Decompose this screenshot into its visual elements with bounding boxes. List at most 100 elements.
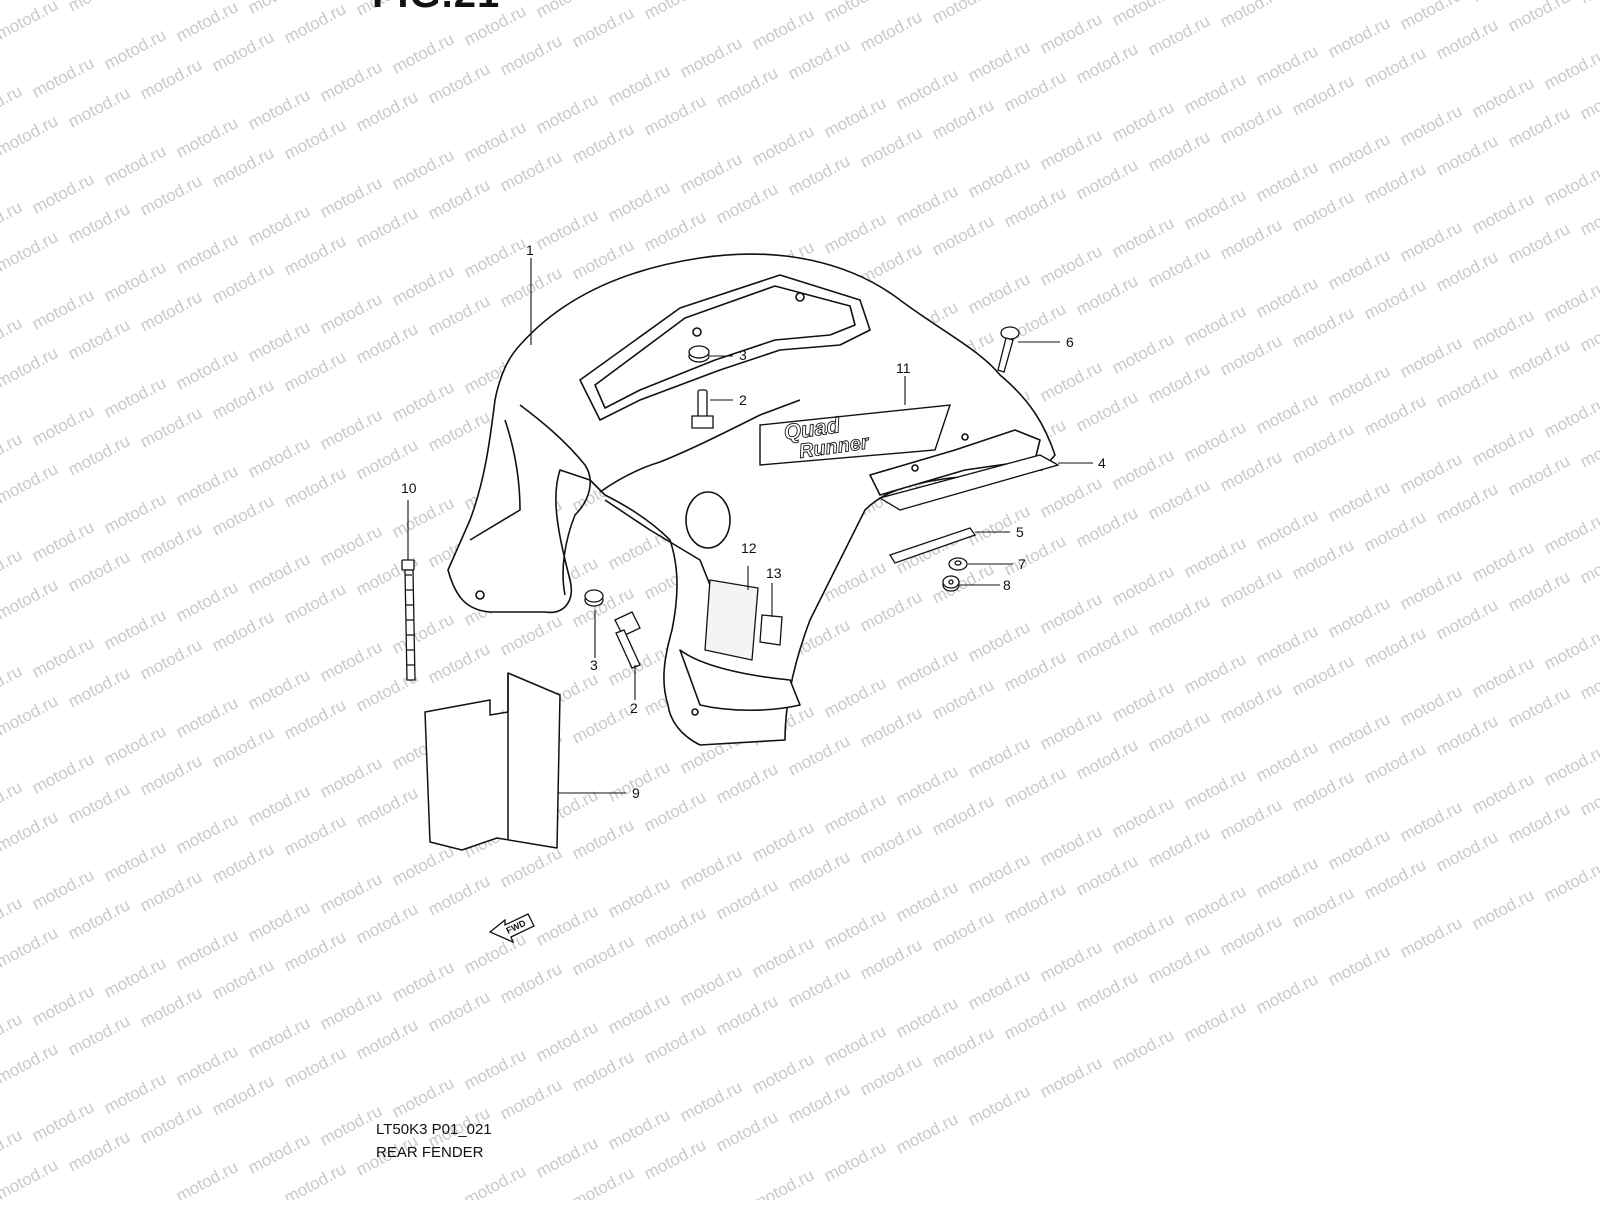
watermark-text: motod.ru — [1253, 157, 1321, 205]
watermark-text: motod.ru — [1253, 389, 1321, 437]
watermark-text: motod.ru — [569, 815, 637, 863]
watermark-text: motod.ru — [1253, 853, 1321, 901]
watermark-text: motod.ru — [1505, 567, 1573, 615]
watermark-text: motod.ru — [1145, 127, 1213, 175]
watermark-text: motod.ru — [1109, 909, 1177, 957]
watermark-text: motod.ru — [29, 517, 97, 565]
watermark-text: motod.ru — [1217, 331, 1285, 379]
watermark-text: motod.ru — [65, 199, 133, 247]
watermark-text: motod.ru — [1361, 43, 1429, 91]
watermark-text: motod.ru — [209, 723, 277, 771]
watermark-text: motod.ru — [785, 847, 853, 895]
watermark-text: motod.ru — [1181, 997, 1249, 1045]
label-part-12 — [704, 579, 759, 661]
watermark-text: motod.ru — [317, 173, 385, 221]
watermark-text: motod.ru — [785, 35, 853, 83]
watermark-text: motod.ru — [641, 1135, 709, 1183]
watermark-text: motod.ru — [389, 841, 457, 889]
watermark-text: motod.ru — [173, 693, 241, 741]
watermark-text: motod.ru — [893, 993, 961, 1041]
watermark-text: motod.ru — [1541, 45, 1600, 93]
callout-10: 10 — [401, 480, 417, 496]
watermark-text: motod.ru — [0, 0, 61, 44]
watermark-text: motod.ru — [569, 1163, 637, 1200]
watermark-text: motod.ru — [137, 983, 205, 1031]
watermark-text: motod.ru — [1073, 503, 1141, 551]
watermark-text: motod.ru — [425, 639, 493, 687]
watermark-text: motod.ru — [1181, 881, 1249, 929]
watermark-text: motod.ru — [1001, 879, 1069, 927]
watermark-text: motod.ru — [533, 1133, 601, 1181]
watermark-text: motod.ru — [1001, 995, 1069, 1043]
watermark-text: motod.ru — [965, 965, 1033, 1013]
watermark-text: motod.ru — [245, 201, 313, 249]
watermark-text: motod.ru — [173, 577, 241, 625]
watermark-text: motod.ru — [1325, 13, 1393, 61]
watermark-text: motod.ru — [893, 877, 961, 925]
watermark-text: motod.ru — [65, 315, 133, 363]
watermark-text: motod.ru — [0, 111, 61, 159]
watermark-text: motod.ru — [1469, 885, 1537, 933]
watermark-text: motod.ru — [137, 1099, 205, 1147]
watermark-text: motod.ru — [1577, 423, 1600, 471]
watermark-text: motod.ru — [749, 5, 817, 53]
watermark-text: motod.ru — [1361, 275, 1429, 323]
watermark-text: motod.ru — [0, 893, 25, 941]
watermark-text: motod.ru — [317, 753, 385, 801]
mud-flap-part-9 — [424, 672, 561, 851]
callout-13: 13 — [766, 565, 782, 581]
watermark-text: motod.ru — [533, 89, 601, 137]
watermark-text: motod.ru — [713, 991, 781, 1039]
watermark-text: motod.ru — [1037, 9, 1105, 57]
callout-6: 6 — [1066, 334, 1074, 350]
nut-part-8 — [942, 575, 960, 592]
watermark-text: motod.ru — [101, 837, 169, 885]
watermark-text: motod.ru — [1289, 651, 1357, 699]
figure-title: FIG.21 — [372, 0, 500, 17]
watermark-text: motod.ru — [1577, 191, 1600, 239]
watermark-text: motod.ru — [389, 29, 457, 77]
callout-9: 9 — [632, 785, 640, 801]
watermark-text: motod.ru — [65, 431, 133, 479]
watermark-text: motod.ru — [1397, 913, 1465, 961]
watermark-text: motod.ru — [245, 317, 313, 365]
watermark-text: motod.ru — [1325, 245, 1393, 293]
watermark-text: motod.ru — [605, 873, 673, 921]
watermark-text: motod.ru — [1433, 247, 1501, 295]
watermark-text: motod.ru — [101, 373, 169, 421]
watermark-text: motod.ru — [533, 901, 601, 949]
leader-lines — [407, 258, 1093, 794]
watermark-text: motod.ru — [1325, 361, 1393, 409]
watermark-text: motod.ru — [1469, 305, 1537, 353]
callout-2-upper: 2 — [739, 392, 747, 408]
watermark-text: motod.ru — [0, 429, 25, 477]
watermark-text: motod.ru — [1541, 509, 1600, 557]
watermark-text: motod.ru — [497, 843, 565, 891]
watermark-text: motod.ru — [1001, 183, 1069, 231]
watermark-text: motod.ru — [1397, 449, 1465, 497]
watermark-text: motod.ru — [821, 0, 889, 26]
watermark-text: motod.ru — [0, 343, 61, 391]
watermark-text: motod.ru — [65, 1011, 133, 1059]
watermark-text: motod.ru — [0, 313, 25, 361]
watermark-text: motod.ru — [821, 673, 889, 721]
watermark-text: motod.ru — [1361, 159, 1429, 207]
watermark-text: motod.ru — [1289, 419, 1357, 467]
watermark-text: motod.ru — [641, 207, 709, 255]
bracket-part-4 — [878, 454, 1060, 511]
callout-3-upper: 3 — [739, 347, 747, 363]
watermark-text: motod.ru — [1001, 67, 1069, 115]
callout-1: 1 — [526, 242, 534, 258]
watermark-text: motod.ru — [857, 819, 925, 867]
watermark-text: motod.ru — [209, 27, 277, 75]
watermark-text: motod.ru — [1505, 103, 1573, 151]
watermark-text: motod.ru — [137, 751, 205, 799]
watermark-text: motod.ru — [29, 633, 97, 681]
callout-2-lower: 2 — [630, 700, 638, 716]
watermark-text: motod.ru — [29, 981, 97, 1029]
watermark-text: motod.ru — [317, 985, 385, 1033]
watermark-text: motod.ru — [0, 807, 61, 855]
callout-7: 7 — [1018, 556, 1026, 572]
watermark-text: motod.ru — [1469, 769, 1537, 817]
watermark-text: motod.ru — [965, 1081, 1033, 1129]
